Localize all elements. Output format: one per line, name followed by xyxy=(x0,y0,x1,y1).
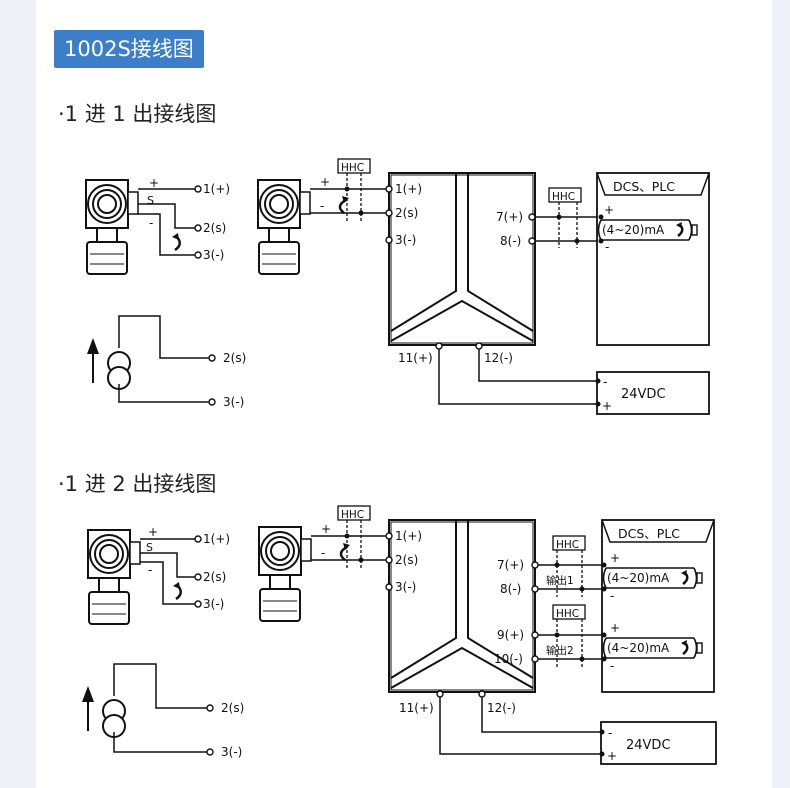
iso-output-8: 8(-) xyxy=(500,582,521,596)
iso-input-3: 3(-) xyxy=(395,580,416,594)
power-terminal-11: 11(+) xyxy=(398,351,433,365)
isolator-module xyxy=(388,519,536,693)
sensor-terminal-1: 1(+) xyxy=(203,182,230,196)
source-terminal-2: 2(s) xyxy=(223,351,246,365)
sensor-s-mark: S xyxy=(146,541,153,554)
current-source-icon xyxy=(81,685,126,738)
hhc-label: HHC xyxy=(341,509,364,521)
sensor-minus-mark: - xyxy=(149,216,153,230)
dcs-plc-box xyxy=(601,519,715,693)
output-2-label: 输出2 xyxy=(546,644,574,657)
iso-output-10: 10(-) xyxy=(494,652,523,666)
source-terminal-3: 3(-) xyxy=(221,745,242,759)
dcs-plus: + xyxy=(610,621,620,635)
hhc-label: HHC xyxy=(556,608,579,620)
current-arrow-icon xyxy=(339,545,348,561)
current-source-icon xyxy=(86,337,131,390)
iso-input-2: 2(s) xyxy=(395,553,418,567)
sensor-plus-mark: + xyxy=(148,525,158,539)
iso-input-1: 1(+) xyxy=(395,529,422,543)
power-terminal-12: 12(-) xyxy=(484,351,513,365)
dcs-minus: - xyxy=(610,589,614,603)
sensor-terminal-3: 3(-) xyxy=(203,248,224,262)
source-terminal-3: 3(-) xyxy=(223,395,244,409)
iso-output-8: 8(-) xyxy=(500,234,521,248)
section-2-diagram: + S - 1(+) 2(s) 3(-) 2(s) 3(-) + - HHC xyxy=(81,505,717,765)
section-2-heading: ·1 进 2 出接线图 xyxy=(58,472,217,496)
sensor-plus-mark: + xyxy=(149,176,159,190)
dcs-plc-box xyxy=(596,172,710,346)
transmitter-icon xyxy=(87,529,141,625)
hhc-label: HHC xyxy=(341,162,364,174)
power-supply-box xyxy=(600,721,717,765)
power-label: 24VDC xyxy=(626,738,671,753)
power-label: 24VDC xyxy=(621,387,666,402)
sensor-s-mark: S xyxy=(147,194,154,207)
output-1-label: 输出1 xyxy=(546,574,574,587)
power-minus: - xyxy=(608,726,612,740)
power-terminal-12: 12(-) xyxy=(487,701,516,715)
meter-label: (4~20)mA xyxy=(607,571,670,585)
dcs-plus: + xyxy=(610,551,620,565)
transmitter-icon xyxy=(85,179,139,275)
sensor-terminal-1: 1(+) xyxy=(203,532,230,546)
source-terminal-2: 2(s) xyxy=(221,701,244,715)
current-arrow-icon xyxy=(338,198,347,214)
iso-input-2: 2(s) xyxy=(395,206,418,220)
iso-output-9: 9(+) xyxy=(497,628,524,642)
isolator-module xyxy=(388,172,536,346)
iso-output-7: 7(+) xyxy=(496,210,523,224)
page-title: 1002S接线图 xyxy=(54,30,204,68)
dcs-minus: - xyxy=(610,659,614,673)
dcs-label: DCS、PLC xyxy=(618,526,680,541)
power-minus: - xyxy=(603,375,607,389)
meter-label: (4~20)mA xyxy=(607,641,670,655)
iso-input-3: 3(-) xyxy=(395,233,416,247)
power-terminal-11: 11(+) xyxy=(399,701,434,715)
meter-label: (4~20)mA xyxy=(602,223,665,237)
power-supply-box xyxy=(596,371,710,415)
sensor2-plus-mark: + xyxy=(321,522,331,536)
section-1-heading: ·1 进 1 出接线图 xyxy=(58,102,217,126)
power-plus: + xyxy=(607,749,617,763)
sensor2-minus-mark: - xyxy=(321,546,325,560)
iso-output-7: 7(+) xyxy=(497,558,524,572)
dcs-plus: + xyxy=(604,203,614,217)
transmitter-icon xyxy=(258,526,312,622)
dcs-minus: - xyxy=(605,240,609,254)
iso-input-1: 1(+) xyxy=(395,182,422,196)
hhc-label: HHC xyxy=(556,539,579,551)
power-plus: + xyxy=(602,399,612,413)
sensor2-minus-mark: - xyxy=(320,199,324,213)
section-1-diagram: + S - 1(+) 2(s) 3(-) 2(s) 3(-) + - HHC xyxy=(85,158,710,415)
hhc-label: HHC xyxy=(552,191,575,203)
sensor-minus-mark: - xyxy=(148,563,152,577)
sensor-terminal-2: 2(s) xyxy=(203,570,226,584)
sensor-terminal-3: 3(-) xyxy=(203,597,224,611)
transmitter-icon xyxy=(257,179,311,275)
sensor2-plus-mark: + xyxy=(320,175,330,189)
sensor-terminal-2: 2(s) xyxy=(203,221,226,235)
dcs-label: DCS、PLC xyxy=(613,179,675,194)
